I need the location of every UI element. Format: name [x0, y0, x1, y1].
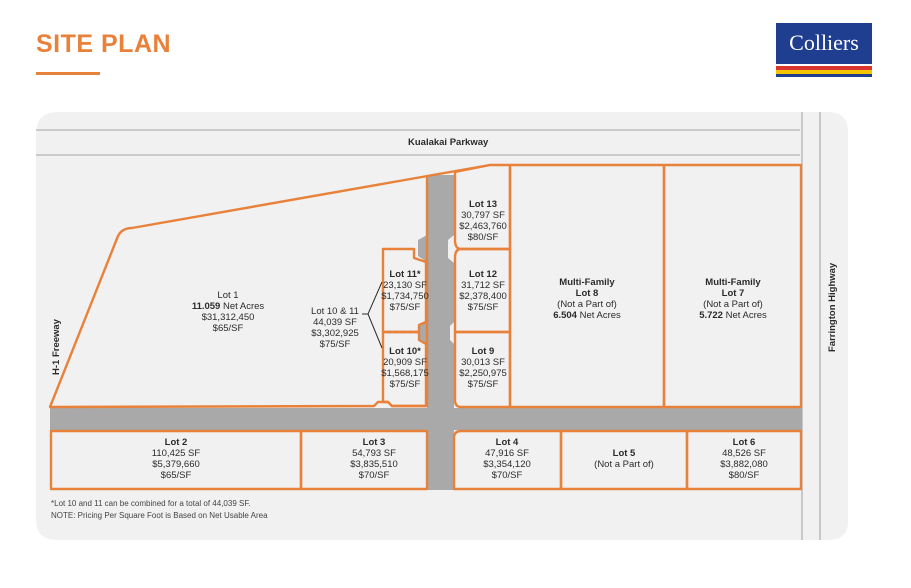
lot-8-note: (Not a Part of)	[557, 299, 617, 310]
lot-10-name: Lot 10*	[389, 346, 421, 357]
lot-1-price: $31,312,450	[201, 312, 255, 323]
road-label-h1: H-1 Freeway	[51, 319, 62, 375]
lot-1-label: Lot 1 11.059 Net Acres $31,312,450 $65/S…	[178, 290, 278, 334]
lot-9-psf: $75/SF	[467, 379, 499, 390]
lot-11-price: $1,734,750	[381, 291, 429, 302]
lot-8-acres-unit: Net Acres	[579, 310, 621, 321]
lot-9-boundary	[453, 330, 512, 409]
lot-1-acres-unit: Net Acres	[223, 301, 265, 312]
logo-wordmark: Colliers	[789, 30, 859, 55]
road-label-farrington: Farrington Highway	[827, 262, 838, 352]
lot-8-acres-line: 6.504 Net Acres	[537, 310, 637, 321]
lot-5-name: Lot 5	[612, 448, 636, 459]
lot-11-psf: $75/SF	[389, 302, 421, 313]
lot-10-11-name: Lot 10 & 11	[311, 306, 359, 317]
lot-6-label: Lot 6 48,526 SF $3,882,080 $80/SF	[704, 437, 784, 481]
lot-3-boundary	[299, 429, 429, 491]
lot-10-psf: $75/SF	[389, 379, 421, 390]
lot-1-acres-line: 11.059 Net Acres	[178, 301, 278, 312]
lot-10-label: Lot 10* 20,909 SF $1,568,175 $75/SF	[376, 346, 434, 390]
lot-6-psf: $80/SF	[728, 470, 760, 481]
lot-6-name: Lot 6	[732, 437, 756, 448]
lot-13-name: Lot 13	[469, 199, 497, 210]
lot-2-area: 110,425 SF	[151, 448, 201, 459]
logo-stripe-yellow	[776, 70, 872, 74]
logo-stripe-white	[776, 64, 872, 66]
lot-10-11-label: Lot 10 & 11 44,039 SF $3,302,925 $75/SF	[305, 306, 365, 350]
lot-9-area: 30,013 SF	[461, 357, 505, 368]
lot-9-price: $2,250,975	[459, 368, 507, 379]
page-title: SITE PLAN	[36, 30, 172, 58]
lot-2-name: Lot 2	[164, 437, 188, 448]
lot-8-acres: 6.504	[553, 310, 577, 321]
title-underline	[36, 72, 100, 75]
lot-13-price: $2,463,760	[459, 221, 507, 232]
lot-9-label: Lot 9 30,013 SF $2,250,975 $75/SF	[453, 346, 513, 390]
lot-2-psf: $65/SF	[160, 470, 192, 481]
lot-10-11-price: $3,302,925	[311, 328, 359, 339]
lot-10-11-area: 44,039 SF	[313, 317, 357, 328]
lot-4-price: $3,354,120	[483, 459, 531, 470]
lot-10-11-psf: $75/SF	[319, 339, 351, 350]
lot-7-label: Multi-Family Lot 7 (Not a Part of) 5.722…	[683, 277, 783, 321]
lot-13-label: Lot 13 30,797 SF $2,463,760 $80/SF	[453, 199, 513, 243]
lot-10-boundary	[381, 330, 428, 408]
lot-10-price: $1,568,175	[381, 368, 429, 379]
lot-12-psf: $75/SF	[467, 302, 499, 313]
lot-4-label: Lot 4 47,916 SF $3,354,120 $70/SF	[467, 437, 547, 481]
lot-13-psf: $80/SF	[467, 232, 499, 243]
lot-7-name: Lot 7	[721, 288, 745, 299]
lot-1-psf: $65/SF	[212, 323, 244, 334]
logo-stripe-red	[776, 66, 872, 70]
road-label-kualakai: Kualakai Parkway	[408, 137, 489, 148]
colliers-logo: Colliers	[776, 23, 872, 77]
lot-1-acres: 11.059	[191, 301, 221, 312]
lot-1-name: Lot 1	[217, 290, 239, 301]
lot-13-area: 30,797 SF	[461, 210, 505, 221]
lot-6-price: $3,882,080	[720, 459, 768, 470]
lot-12-name: Lot 12	[469, 269, 497, 280]
lot-7-type: Multi-Family	[705, 277, 761, 288]
lot-3-area: 54,793 SF	[352, 448, 396, 459]
lot-5-note: (Not a Part of)	[594, 459, 654, 470]
lot-8-type: Multi-Family	[559, 277, 615, 288]
lot-7-acres-unit: Net Acres	[725, 310, 767, 321]
lot-6-boundary	[685, 429, 803, 491]
lot-12-area: 31,712 SF	[461, 280, 505, 291]
lot-8-label: Multi-Family Lot 8 (Not a Part of) 6.504…	[537, 277, 637, 321]
lot-6-area: 48,526 SF	[722, 448, 766, 459]
lot-10-area: 20,909 SF	[383, 357, 427, 368]
lot-7-note: (Not a Part of)	[703, 299, 763, 310]
lot-4-boundary	[452, 429, 563, 491]
lot-12-label: Lot 12 31,712 SF $2,378,400 $75/SF	[453, 269, 513, 313]
lot-4-area: 47,916 SF	[485, 448, 529, 459]
road-horizontal	[50, 408, 802, 430]
lot-11-label: Lot 11* 23,130 SF $1,734,750 $75/SF	[376, 269, 434, 313]
footnote-pricing: NOTE: Pricing Per Square Foot is Based o…	[51, 511, 268, 520]
lot-9-name: Lot 9	[471, 346, 495, 357]
footnote-combined: *Lot 10 and 11 can be combined for a tot…	[51, 499, 251, 508]
lot-3-psf: $70/SF	[358, 470, 390, 481]
lot-7-acres: 5.722	[699, 310, 723, 321]
lot-8-name: Lot 8	[575, 288, 599, 299]
lot-7-acres-line: 5.722 Net Acres	[683, 310, 783, 321]
lot-2-price: $5,379,660	[152, 459, 200, 470]
lot-4-name: Lot 4	[495, 437, 519, 448]
lot-11-name: Lot 11*	[389, 269, 421, 280]
lot-4-psf: $70/SF	[491, 470, 523, 481]
lot-3-label: Lot 3 54,793 SF $3,835,510 $70/SF	[334, 437, 414, 481]
lot-3-price: $3,835,510	[350, 459, 398, 470]
lot-3-name: Lot 3	[362, 437, 386, 448]
lot-7-boundary	[662, 163, 803, 409]
lot-5-label: Lot 5 (Not a Part of)	[584, 448, 664, 470]
lot-11-area: 23,130 SF	[383, 280, 427, 291]
lot-2-label: Lot 2 110,425 SF $5,379,660 $65/SF	[136, 437, 216, 481]
lot-10-11-bracket	[362, 281, 383, 349]
lot-12-price: $2,378,400	[459, 291, 507, 302]
